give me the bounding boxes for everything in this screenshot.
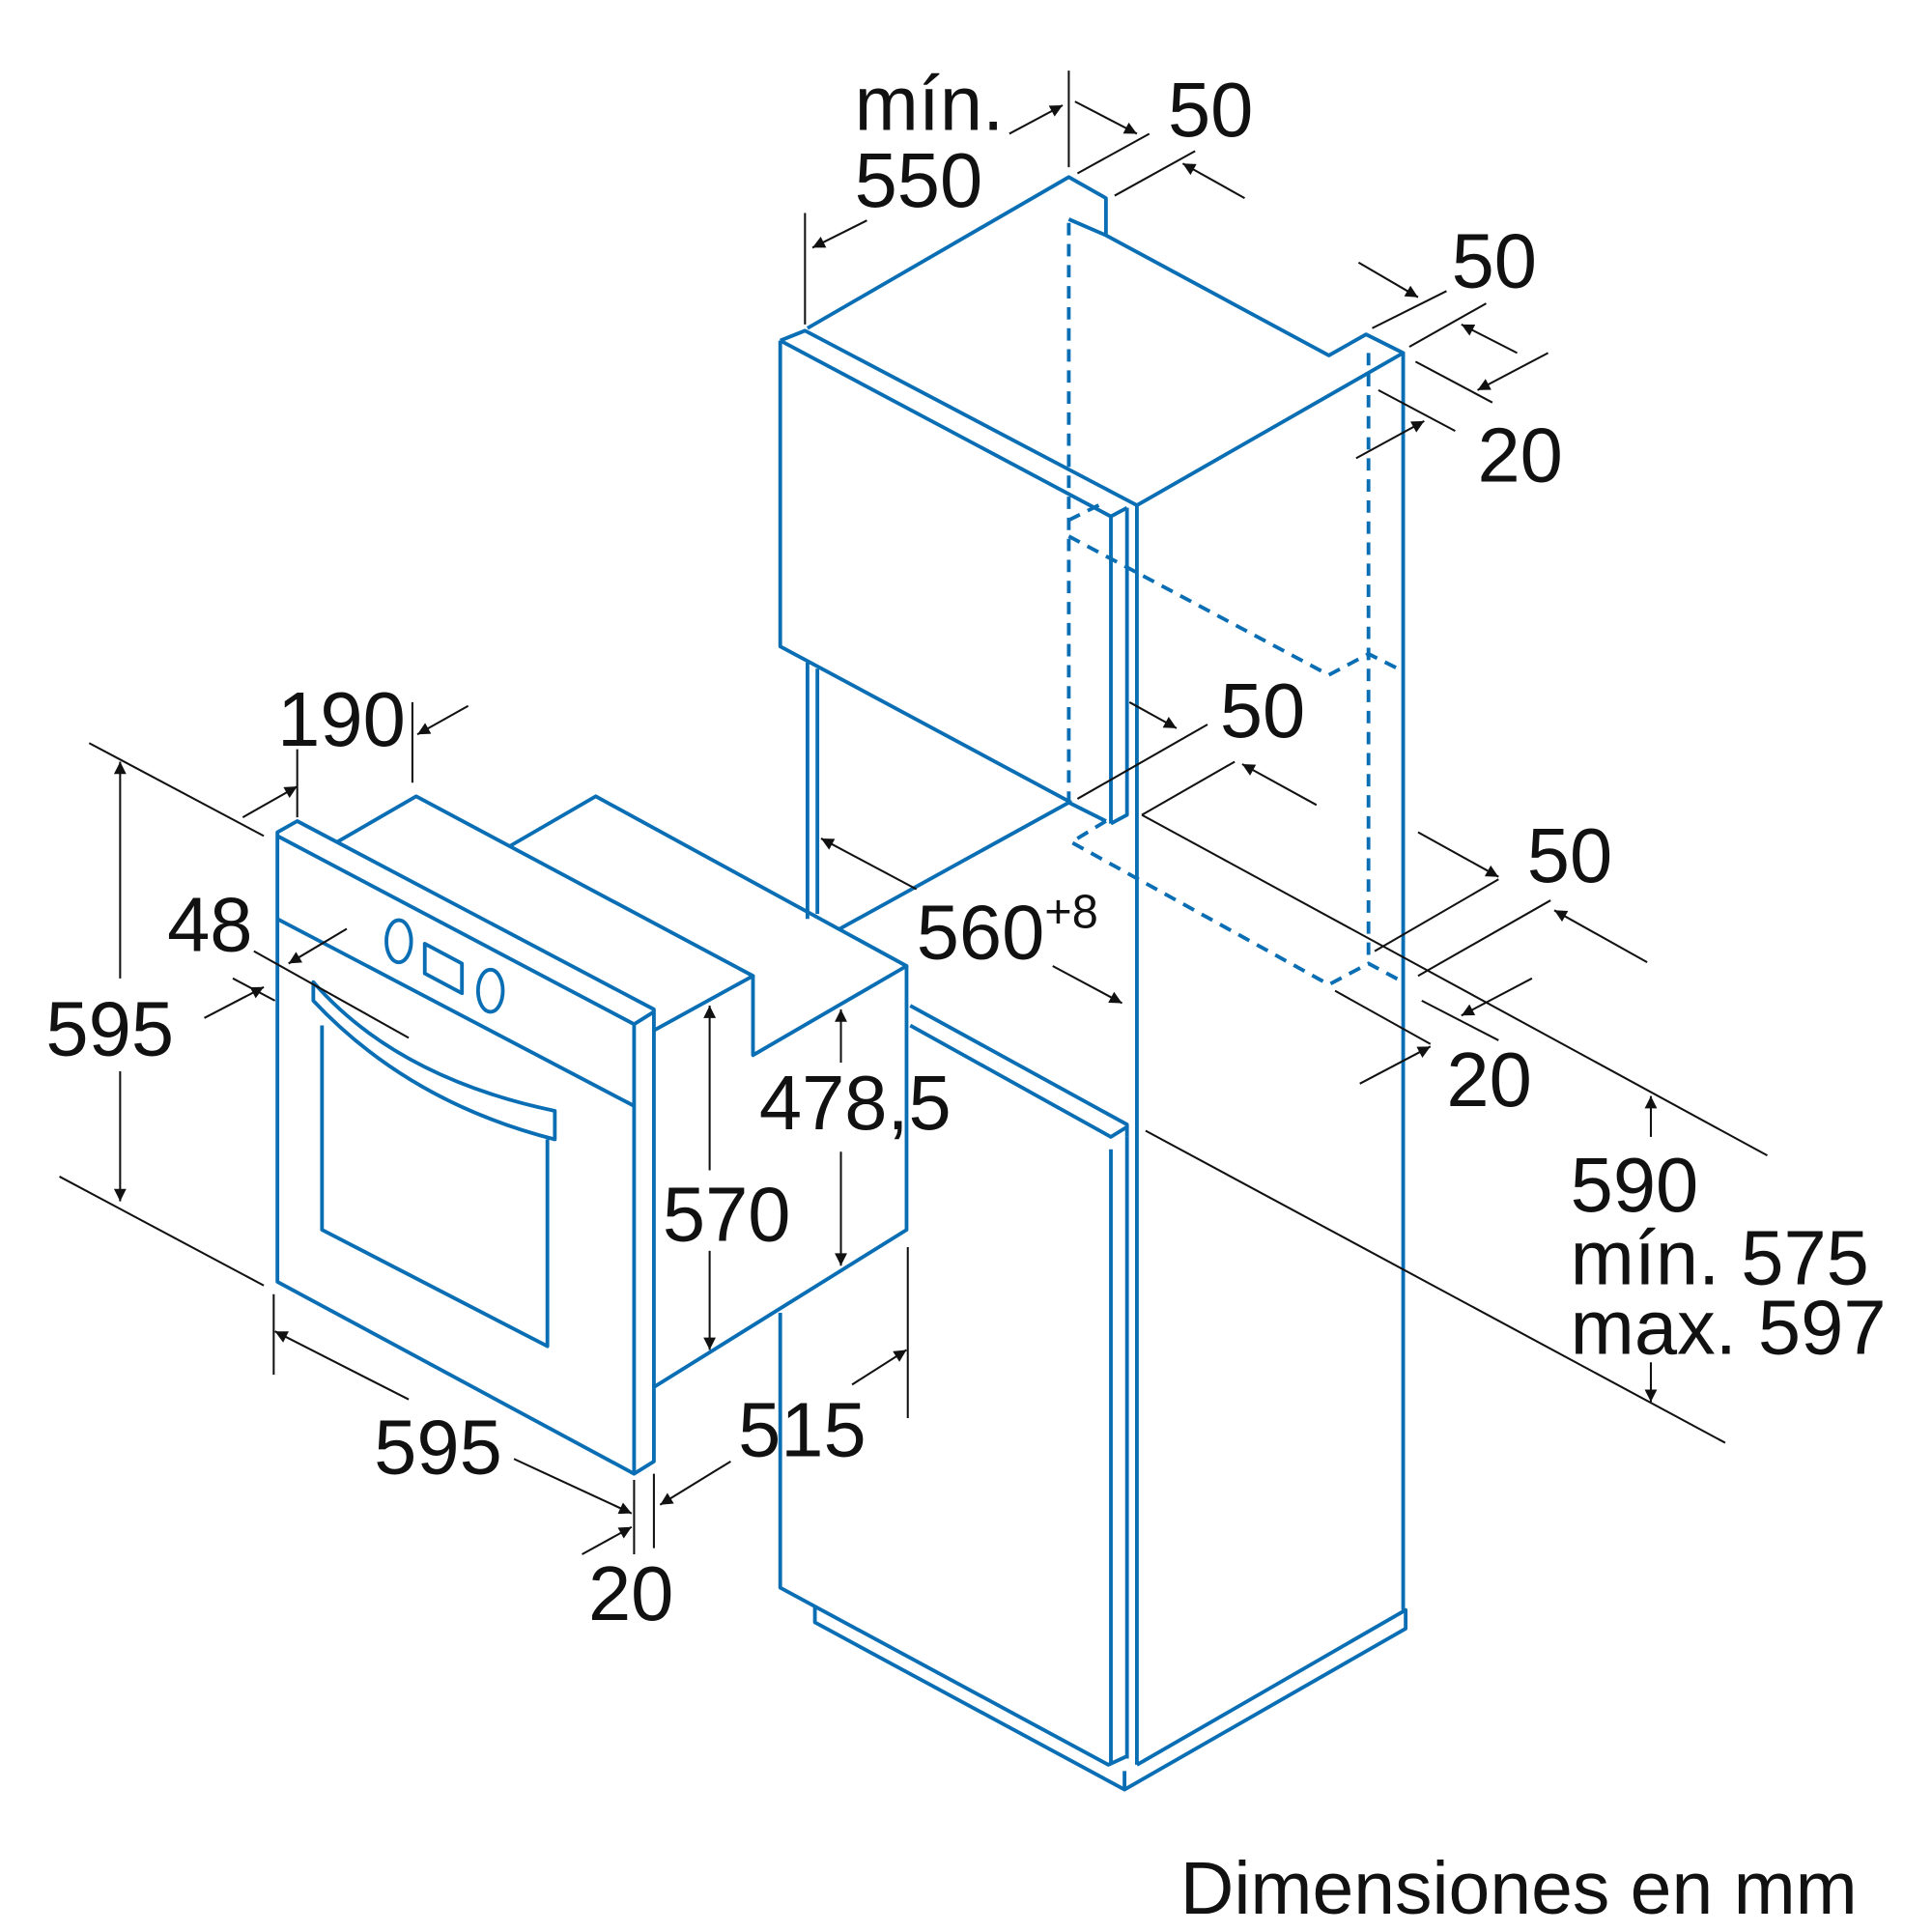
label-bottom-20: 20 — [588, 1550, 673, 1636]
label-478-5: 478,5 — [759, 1060, 952, 1146]
label-mid-50: 50 — [1220, 668, 1305, 753]
label-590: 590 — [1571, 1142, 1699, 1228]
dimension-lines — [59, 71, 1768, 1555]
tall-cabinet — [778, 175, 1408, 1792]
label-570: 570 — [663, 1172, 791, 1258]
label-top-right-20: 20 — [1477, 412, 1562, 498]
knob-left — [384, 918, 413, 965]
oven — [275, 794, 909, 1476]
door-handle — [311, 980, 557, 1142]
label-560: 560+8 — [917, 886, 1098, 975]
label-oven-width-595: 595 — [374, 1405, 502, 1491]
label-lower-right-50: 50 — [1527, 812, 1612, 898]
knob-right — [475, 967, 505, 1014]
display — [422, 942, 465, 996]
caption: Dimensiones en mm — [1180, 1847, 1858, 1930]
label-oven-height-595: 595 — [45, 985, 174, 1071]
label-min-575: mín. 575 — [1571, 1214, 1869, 1300]
label-190: 190 — [277, 676, 406, 762]
label-min: mín. — [855, 61, 1005, 147]
label-515: 515 — [738, 1387, 867, 1473]
dimension-labels: mín. 550 50 50 20 190 48 595 50 50 560+8… — [45, 61, 1886, 1930]
label-lower-right-20: 20 — [1446, 1037, 1531, 1122]
label-max-597: max. 597 — [1571, 1284, 1887, 1370]
label-550: 550 — [855, 137, 983, 223]
label-top-right-50: 50 — [1452, 217, 1537, 303]
label-48: 48 — [167, 882, 252, 968]
label-top-50: 50 — [1168, 67, 1253, 153]
